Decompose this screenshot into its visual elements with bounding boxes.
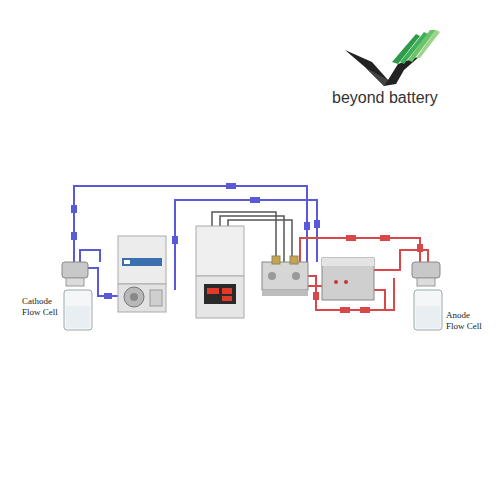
peristaltic-pump bbox=[118, 236, 166, 312]
pipe-connectors-red bbox=[313, 235, 423, 313]
flow-cell-label: Anode Flow Cell bbox=[446, 310, 490, 332]
temperature-controller bbox=[196, 226, 244, 318]
test-device bbox=[322, 258, 374, 300]
anode-pipes bbox=[300, 238, 428, 310]
cathode-flow-cell bbox=[62, 262, 92, 330]
logo-text: beyond battery bbox=[332, 88, 462, 108]
logo-icon bbox=[345, 30, 440, 86]
manifold-block bbox=[262, 256, 308, 296]
anode-flow-cell bbox=[412, 262, 442, 330]
flow-cell-label: Cathode Flow Cell bbox=[22, 296, 62, 318]
